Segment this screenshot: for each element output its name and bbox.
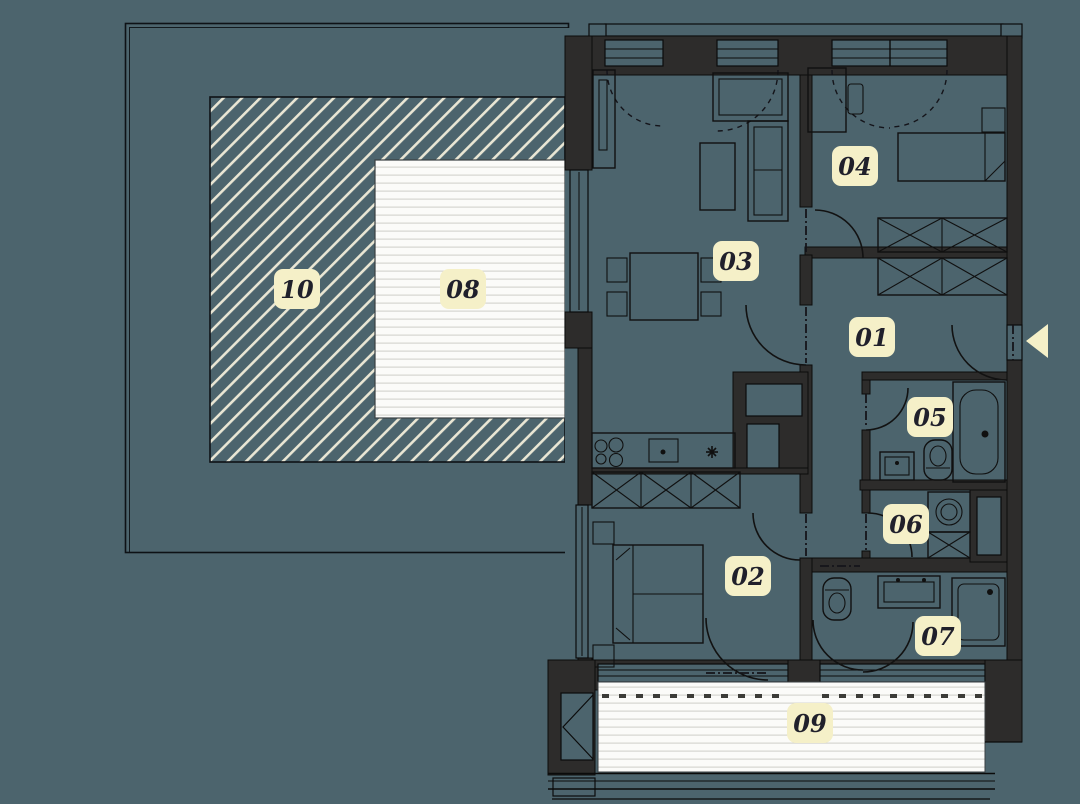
- window-top-1: [604, 39, 664, 67]
- room-label-09: 09: [787, 703, 833, 743]
- room-label-05: 05: [907, 397, 953, 437]
- bathtub: [952, 381, 1006, 483]
- shaft: [969, 489, 1008, 563]
- room-label-07: 07: [915, 616, 961, 656]
- sofa: [712, 72, 789, 222]
- nightstand: [592, 521, 615, 545]
- vanity-07: [877, 575, 941, 609]
- window-top-3: [831, 39, 948, 67]
- door-arcs: [705, 209, 914, 681]
- garden-lot: [124, 22, 570, 554]
- coffee-table: [699, 142, 736, 211]
- toilet-05: [923, 439, 953, 481]
- parapet: [604, 23, 1004, 37]
- sink-05: [879, 451, 915, 481]
- kitchen-closet-block: [732, 371, 809, 471]
- wall-interior: [799, 74, 813, 208]
- window-left-living: [569, 169, 589, 313]
- single-bed: [897, 107, 1006, 182]
- room-label-02: 02: [725, 556, 771, 596]
- room-label-10: 10: [274, 269, 320, 309]
- kitchen-counter: [591, 432, 736, 469]
- entrance-door: [951, 324, 1023, 381]
- casement-arc: [606, 69, 664, 127]
- window-balcony-left: [597, 663, 789, 683]
- tall-cabinet: [592, 69, 616, 169]
- desk: [807, 67, 864, 133]
- dryer: [927, 531, 971, 559]
- kitchen-sink: [648, 438, 679, 463]
- wardrobe-hall: [877, 257, 1008, 296]
- nightstand: [592, 644, 615, 668]
- cooker-hood-symbol: [706, 446, 718, 458]
- wardrobe-02: [591, 471, 741, 509]
- shower: [951, 577, 1006, 647]
- nightstand: [981, 107, 1006, 133]
- room-label-06: 06: [883, 504, 929, 544]
- room-label-08: 08: [440, 269, 486, 309]
- wall-right: [1006, 35, 1023, 326]
- building: [547, 23, 1023, 800]
- wall-left: [564, 35, 593, 171]
- room-label-03: 03: [713, 241, 759, 281]
- wardrobe-04: [877, 217, 1008, 253]
- toilet-07: [822, 577, 852, 621]
- window-top-2: [716, 39, 779, 67]
- room-label-01: 01: [849, 317, 895, 357]
- entrance-arrow-icon: [1026, 324, 1048, 358]
- dining-table: [606, 252, 722, 321]
- window-left-bedroom: [575, 504, 589, 659]
- room-label-04: 04: [832, 146, 878, 186]
- double-bed: [592, 521, 704, 668]
- balcony-column: [560, 692, 594, 761]
